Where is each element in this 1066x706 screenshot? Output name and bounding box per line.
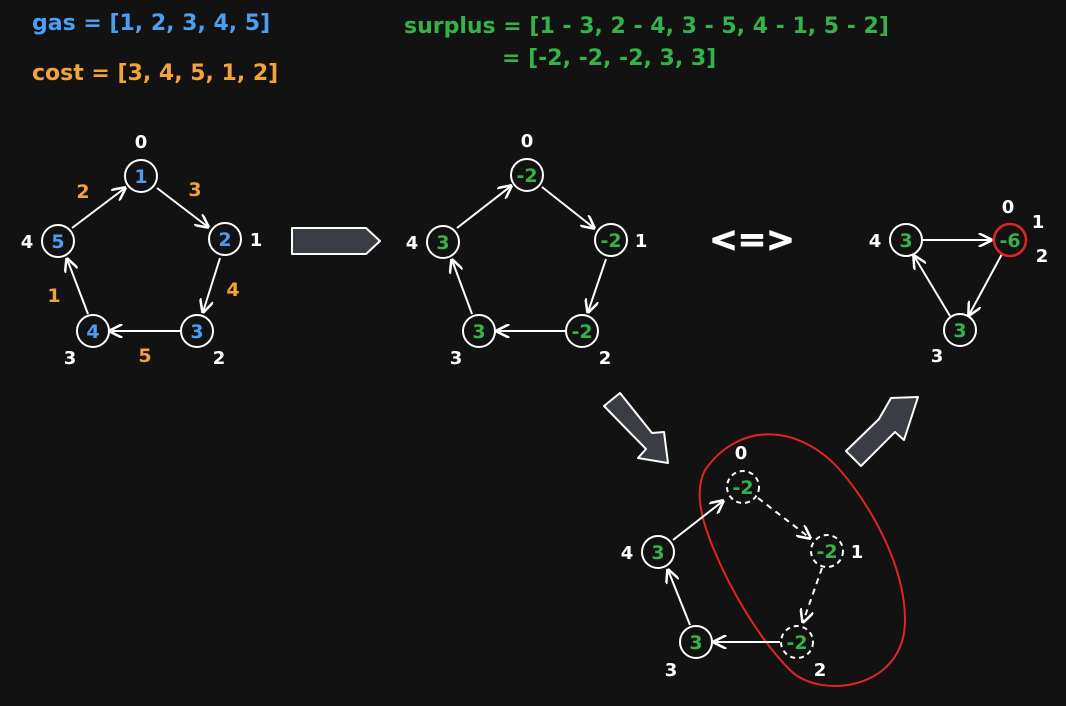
surplus-formula-line1: surplus = [1 - 3, 2 - 4, 3 - 5, 4 - 1, 5… [404, 14, 889, 39]
edge-0-1-dashed [757, 497, 810, 538]
node-index: 1 [635, 231, 648, 252]
node-index: 2 [814, 660, 827, 681]
block-arrow-down-right [603, 392, 669, 464]
edge-cost-label: 3 [188, 179, 201, 201]
edge-1-2-dashed [803, 567, 823, 622]
block-arrow-up-right [845, 396, 919, 467]
gas-array-label: gas = [1, 2, 3, 4, 5] [32, 11, 270, 36]
node-index: 0 [521, 131, 534, 152]
edge-1-2 [203, 257, 221, 312]
node-value: -2 [732, 477, 753, 499]
edge-cost-label: 2 [76, 181, 89, 203]
node-index: 0 [735, 443, 748, 464]
node-index: 0 [1002, 197, 1015, 218]
edge-3-4 [668, 570, 691, 626]
graph-grouping: -2 0 -2 1 -2 2 3 3 3 4 [621, 433, 907, 687]
edge-cost-label: 5 [138, 345, 151, 367]
node-index: 2 [213, 348, 226, 369]
edge-0-1 [541, 186, 594, 228]
graph-node: -2 0 [510, 131, 544, 192]
node-value: -2 [816, 541, 837, 563]
node-index: 1 [1032, 212, 1045, 233]
node-value: 3 [436, 232, 449, 254]
graph-merged: -6 0 1 2 3 3 3 4 [869, 197, 1049, 367]
graph-node: -2 1 [594, 223, 648, 257]
node-index: 1 [250, 230, 263, 251]
node-value: 5 [51, 231, 64, 253]
graph-node: 1 0 [124, 132, 158, 193]
edge-4-0 [672, 501, 723, 541]
node-value: 3 [953, 320, 966, 342]
graph-node: 3 4 [621, 535, 675, 569]
negative-group-highlight [698, 433, 907, 687]
node-index: 4 [869, 231, 882, 252]
node-value: 3 [472, 321, 485, 343]
graph-node: 3 4 [869, 223, 923, 257]
node-value: 1 [134, 166, 147, 188]
node-index: 3 [665, 660, 678, 681]
graph-node: -2 2 [565, 314, 612, 369]
edge-merged-3 [969, 253, 1003, 315]
graph-node-dashed: -2 1 [810, 534, 864, 568]
graph-gas: 1 0 2 1 3 2 4 3 5 4 3 4 5 1 2 [21, 132, 263, 369]
graph-node: 2 1 [208, 222, 263, 256]
edge-3-4 [452, 260, 473, 315]
node-index: 3 [931, 346, 944, 367]
node-index: 1 [851, 542, 864, 563]
edge-1-2 [588, 258, 607, 312]
node-value: 2 [218, 229, 231, 251]
edge-3-4 [914, 256, 951, 317]
node-index: 2 [599, 348, 612, 369]
graph-node-merged: -6 0 1 2 [992, 197, 1049, 267]
node-index: 3 [450, 348, 463, 369]
node-value: -2 [516, 165, 537, 187]
node-value: 3 [651, 542, 664, 564]
edge-3-4 [67, 259, 89, 315]
edge-cost-label: 1 [47, 285, 60, 307]
block-arrow-right [291, 227, 381, 255]
equivalence-symbol: <=> [709, 220, 794, 260]
graph-node-dashed: -2 2 [780, 625, 827, 681]
edge-4-0 [71, 188, 125, 229]
node-value: -2 [600, 230, 621, 252]
node-index: 0 [135, 132, 148, 153]
node-index: 4 [21, 232, 34, 253]
cost-array-label: cost = [3, 4, 5, 1, 2] [32, 61, 278, 86]
graph-node: 3 3 [931, 313, 977, 367]
graph-node: 3 3 [665, 625, 713, 681]
graph-node: 4 3 [64, 314, 110, 369]
edge-0-1 [156, 187, 208, 227]
graph-node: 5 4 [21, 224, 75, 258]
edge-cost-label: 4 [226, 279, 239, 301]
node-index: 2 [1036, 246, 1049, 267]
node-value: 3 [689, 632, 702, 654]
node-value: 3 [899, 230, 912, 252]
graph-node: 3 4 [406, 225, 460, 259]
node-index: 4 [621, 543, 634, 564]
surplus-formula-line2: = [-2, -2, -2, 3, 3] [502, 46, 716, 71]
node-value: 4 [86, 321, 99, 343]
node-index: 4 [406, 233, 419, 254]
node-value: -2 [786, 632, 807, 654]
edge-4-0 [456, 186, 511, 229]
node-value: 3 [190, 321, 203, 343]
node-value: -2 [571, 321, 592, 343]
graph-node: 3 2 [180, 314, 226, 369]
graph-node: 3 3 [450, 314, 496, 369]
node-index: 3 [64, 348, 77, 369]
graph-surplus: -2 0 -2 1 -2 2 3 3 3 4 [406, 131, 648, 369]
graph-node-dashed: -2 0 [726, 443, 760, 504]
node-value: -6 [999, 230, 1020, 252]
